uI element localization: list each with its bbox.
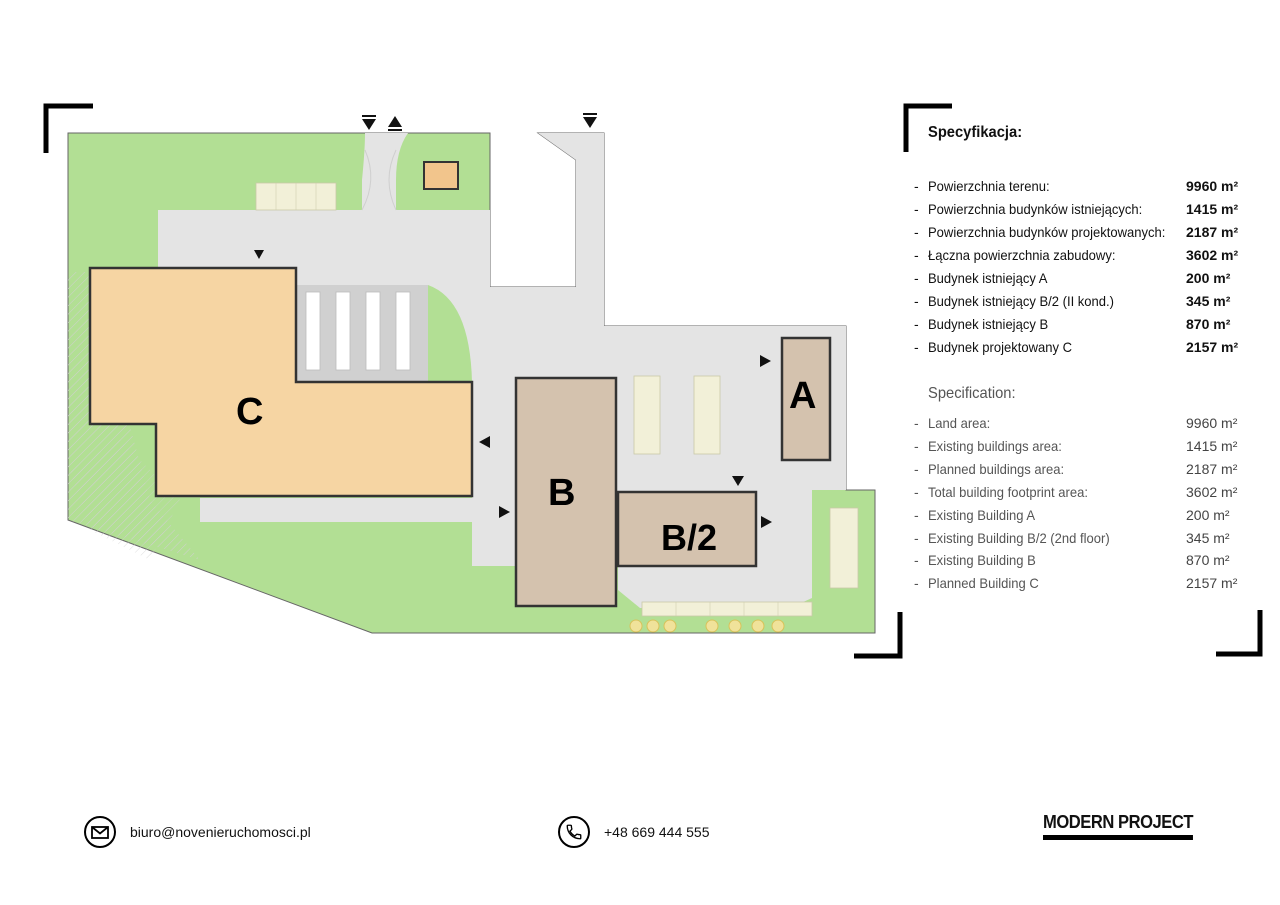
- spec-label: Total building footprint area:: [928, 484, 1088, 500]
- spec-label: Existing Building A: [928, 507, 1036, 523]
- spec-label: Existing buildings area:: [928, 438, 1062, 454]
- spec-value: 200 m²: [1186, 507, 1230, 523]
- spec-value: 3602 m²: [1186, 247, 1239, 263]
- spec-value: 3602 m²: [1186, 484, 1238, 500]
- phone-number[interactable]: +48 669 444 555: [604, 824, 710, 840]
- contact-phone[interactable]: +48 669 444 555: [558, 816, 710, 848]
- entrance-arrow-icon: [761, 516, 772, 528]
- entrance-arrow-icon: [499, 506, 510, 518]
- building-b-label: B: [548, 472, 575, 514]
- email-link[interactable]: biuro@novenieruchomosci.pl: [130, 824, 311, 840]
- spec-row: -Powierzchnia terenu:9960 m²: [914, 178, 1239, 194]
- spec-polish-title: Specyfikacja:: [928, 124, 1023, 141]
- contact-email[interactable]: biuro@novenieruchomosci.pl: [84, 816, 311, 848]
- spec-row: -Powierzchnia budynków projektowanych:21…: [914, 224, 1239, 240]
- spec-value: 9960 m²: [1186, 178, 1239, 194]
- envelope-icon: [84, 816, 116, 848]
- exit-down-icon: [362, 115, 376, 130]
- spec-label: Existing Building B/2 (2nd floor): [928, 530, 1110, 546]
- spec-label: Budynek istniejący B/2 (II kond.): [928, 293, 1114, 309]
- spec-label: Budynek istniejący B: [928, 316, 1049, 332]
- spec-label: Powierzchnia terenu:: [928, 178, 1050, 194]
- spec-label: Powierzchnia budynków projektowanych:: [928, 224, 1166, 240]
- slope-hatch: [70, 440, 180, 560]
- entry-road: [362, 133, 408, 210]
- spec-label: Existing Building B: [928, 552, 1036, 568]
- spec-value: 870 m²: [1186, 316, 1231, 332]
- spec-value: 2157 m²: [1186, 339, 1239, 355]
- spec-english-title: Specification:: [928, 385, 1016, 402]
- phone-icon: [558, 816, 590, 848]
- building-c: [88, 266, 474, 498]
- spec-value: 2157 m²: [1186, 575, 1238, 591]
- spec-row: -Powierzchnia budynków istniejących:1415…: [914, 201, 1239, 217]
- spec-value: 2187 m²: [1186, 224, 1239, 240]
- spec-value: 345 m²: [1186, 293, 1231, 309]
- spec-row: -Existing buildings area:1415 m²: [914, 438, 1238, 454]
- frame-corners: [43, 103, 1263, 659]
- building-a-label: A: [789, 375, 816, 417]
- access-markers: [362, 113, 597, 131]
- building-b2: [616, 490, 758, 568]
- spec-value: 9960 m²: [1186, 415, 1238, 431]
- spec-row: -Łączna powierzchnia zabudowy:3602 m²: [914, 247, 1239, 263]
- spec-label: Budynek istniejący A: [928, 270, 1048, 286]
- spec-label: Planned buildings area:: [928, 461, 1065, 477]
- spec-label: Land area:: [928, 415, 991, 431]
- entrance-arrow-icon: [254, 250, 264, 259]
- entrance-arrow-icon: [760, 355, 771, 367]
- parking-lot: [296, 285, 428, 382]
- spec-row: -Existing Building B/2 (2nd floor)345 m²: [914, 530, 1230, 546]
- building-b2-label: B/2: [661, 517, 717, 558]
- spec-row: -Planned buildings area:2187 m²: [914, 461, 1238, 477]
- spec-value: 200 m²: [1186, 270, 1231, 286]
- spec-label: Łączna powierzchnia zabudowy:: [928, 247, 1116, 263]
- building-a: [780, 336, 832, 462]
- entrance-arrows: [254, 250, 772, 528]
- trees: [629, 619, 785, 633]
- spec-value: 870 m²: [1186, 552, 1230, 568]
- brand-logo: MODERN PROJECT: [1043, 812, 1193, 840]
- spec-row: -Land area:9960 m²: [914, 415, 1238, 431]
- spec-value: 1415 m²: [1186, 201, 1239, 217]
- spec-label: Powierzchnia budynków istniejących:: [928, 201, 1143, 217]
- spec-value: 1415 m²: [1186, 438, 1238, 454]
- spec-label: Budynek projektowany C: [928, 339, 1073, 355]
- spec-row: -Budynek istniejący B/2 (II kond.)345 m²: [914, 293, 1231, 309]
- grass-island: [428, 285, 472, 382]
- side-path: [200, 498, 472, 522]
- spec-value: 345 m²: [1186, 530, 1230, 546]
- entrance-arrow-icon: [479, 436, 490, 448]
- spec-row: -Total building footprint area:3602 m²: [914, 484, 1238, 500]
- spec-value: 2187 m²: [1186, 461, 1238, 477]
- spec-label: Planned Building C: [928, 575, 1039, 591]
- exit-down-icon: [583, 113, 597, 128]
- entry-up-icon: [388, 116, 402, 131]
- entrance-arrow-icon: [732, 476, 744, 486]
- building-b: [514, 376, 618, 608]
- main-road: [158, 133, 846, 608]
- building-c-label: C: [236, 391, 263, 433]
- small-structure: [423, 161, 459, 190]
